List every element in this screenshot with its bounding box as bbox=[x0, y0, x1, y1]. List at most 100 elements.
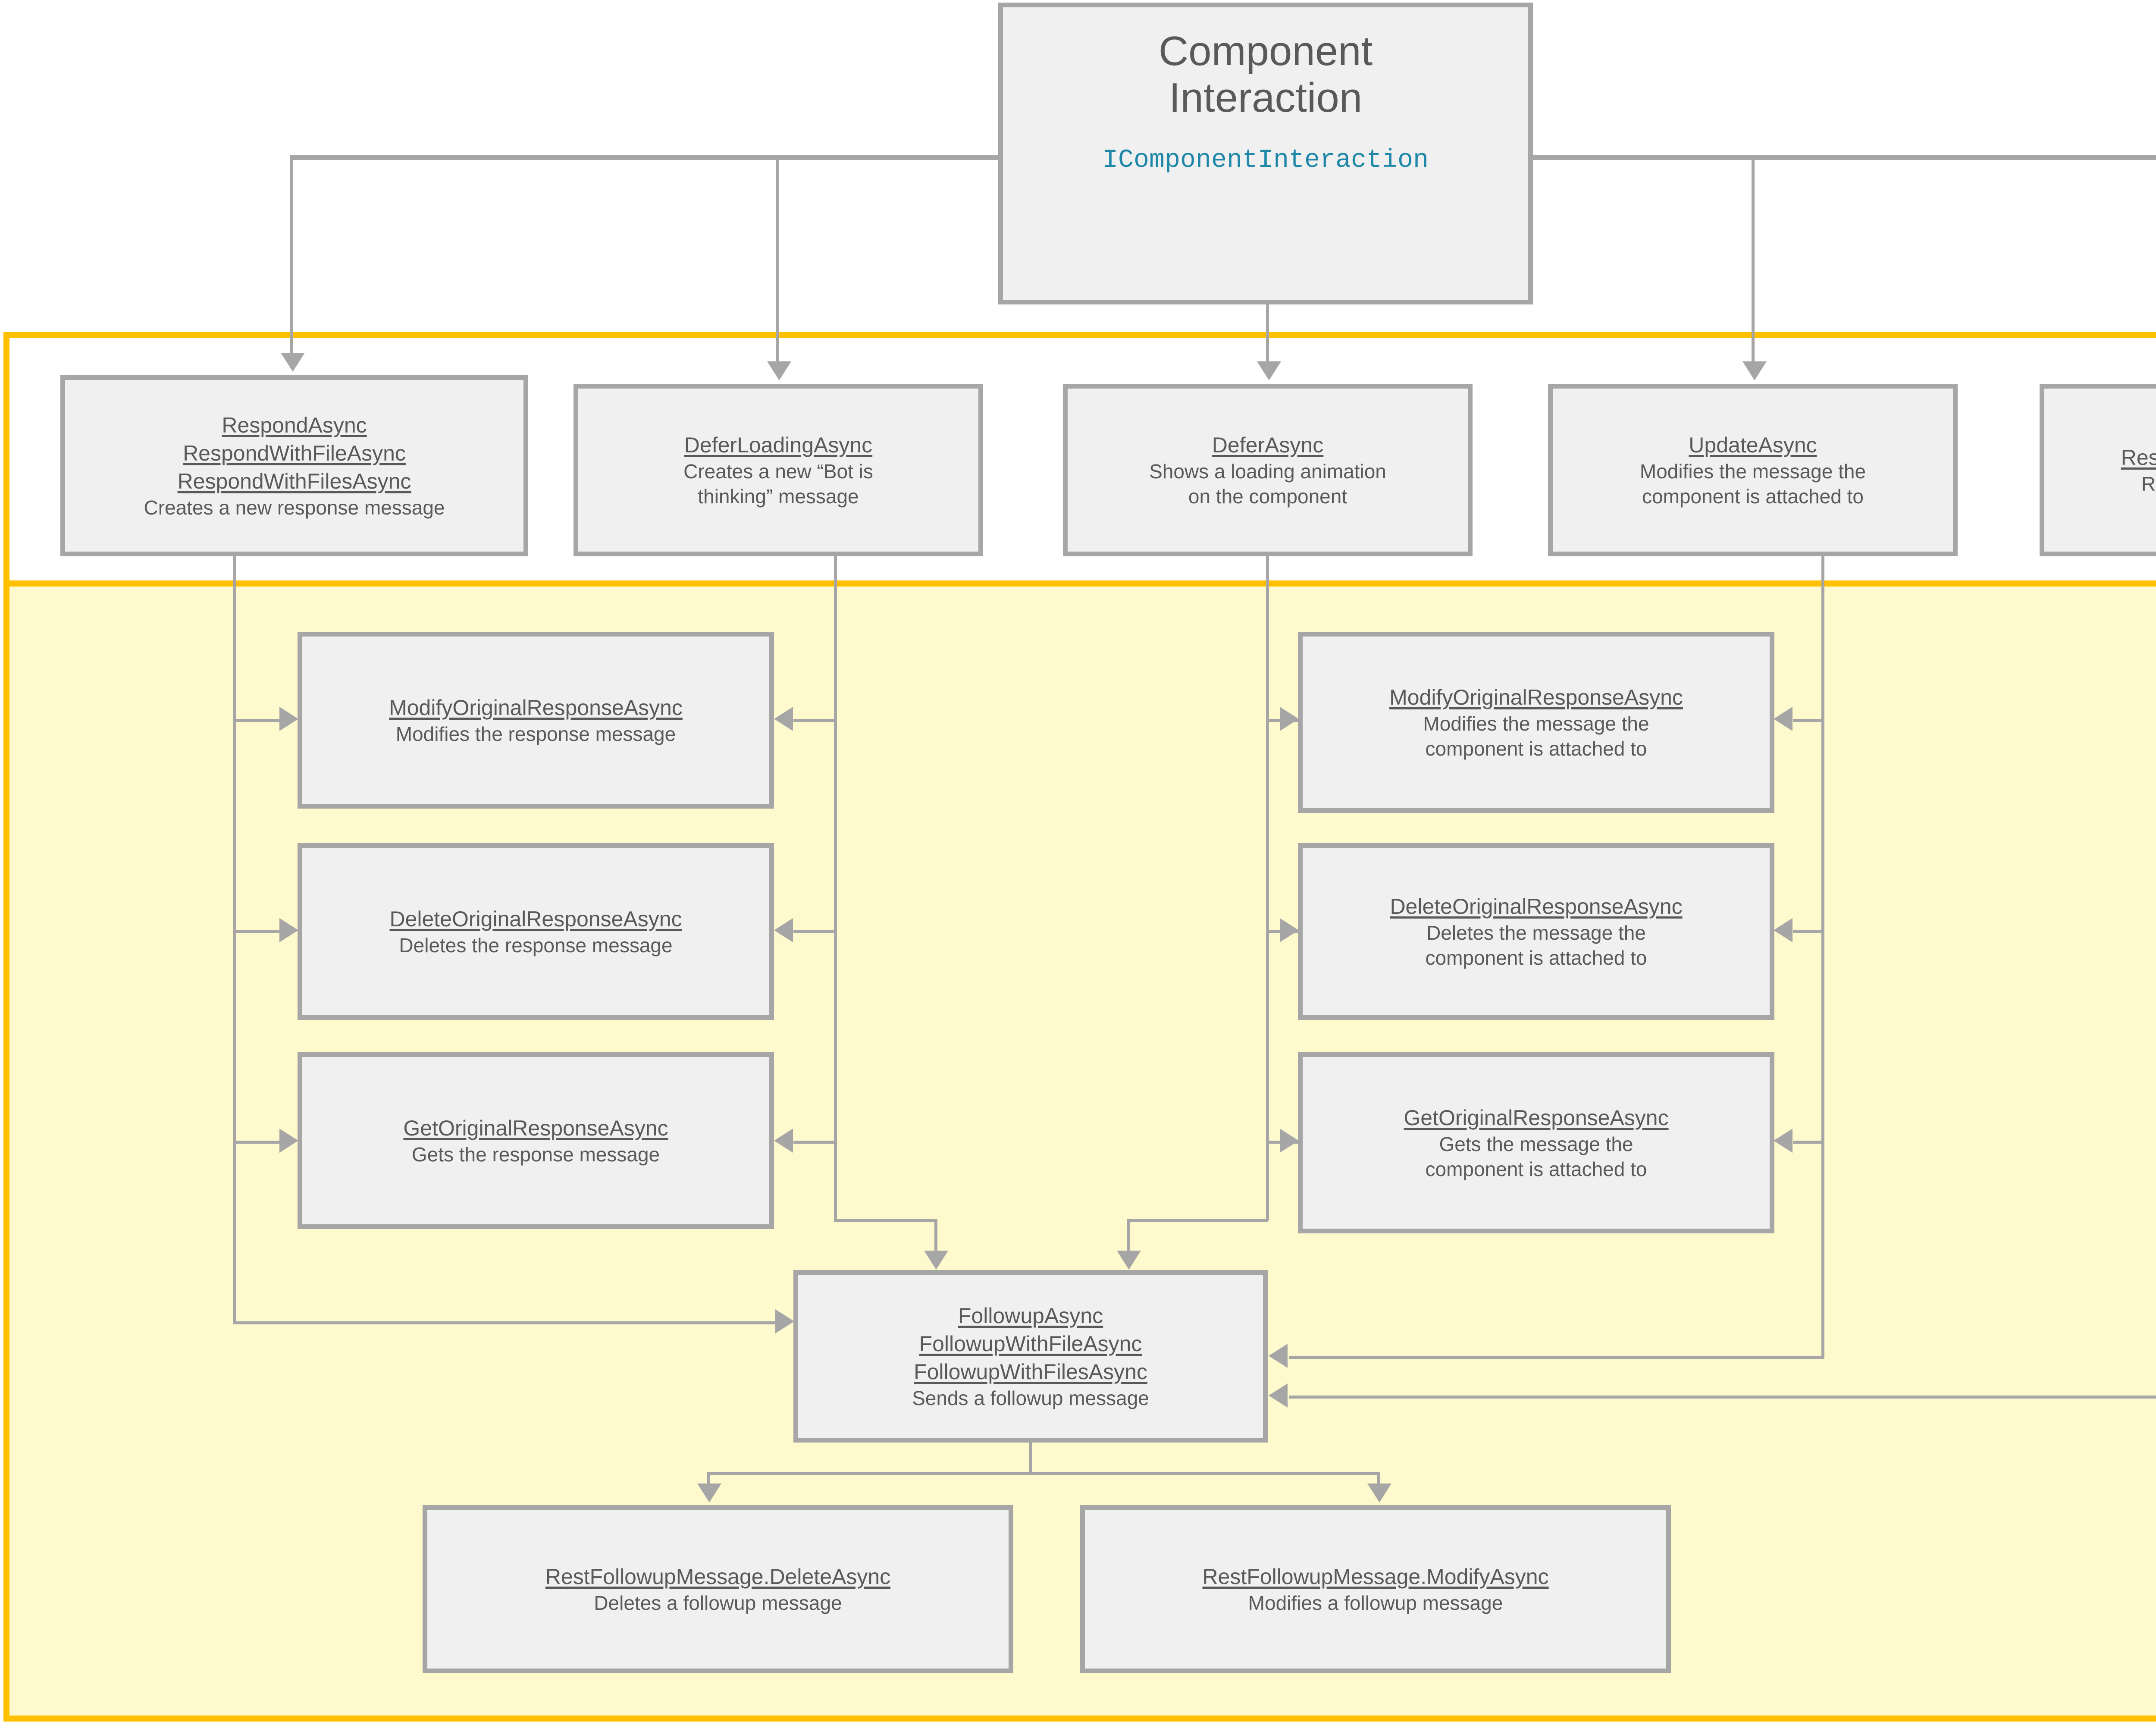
desc-get-original-response-mid-2: component is attached to bbox=[1425, 1157, 1647, 1180]
desc-followup: Sends a followup message bbox=[912, 1386, 1149, 1409]
connector-deferloading-to-followup-h bbox=[834, 1219, 937, 1222]
arrowhead-b3-left bbox=[1280, 1129, 1299, 1153]
arrowhead-a3-left bbox=[279, 1129, 298, 1153]
connector-respond-to-a3-h bbox=[233, 1141, 280, 1144]
connector-modal-to-followup-h bbox=[1289, 1396, 2156, 1399]
connector-update-to-b3-h bbox=[1793, 1141, 1823, 1144]
node-followup-async[interactable]: FollowupAsync FollowupWithFileAsync Foll… bbox=[793, 1270, 1268, 1443]
desc-update-2: component is attached to bbox=[1642, 485, 1864, 508]
arrowhead-defer bbox=[1257, 361, 1281, 380]
method-respond-with-files-async[interactable]: RespondWithFilesAsync bbox=[177, 469, 411, 493]
connector-root-to-defer-v bbox=[1266, 304, 1269, 362]
node-rest-followup-message-delete-async[interactable]: RestFollowupMessage.DeleteAsync Deletes … bbox=[423, 1505, 1013, 1673]
node-defer-async[interactable]: DeferAsync Shows a loading animation on … bbox=[1063, 384, 1473, 556]
arrowhead-b2-right bbox=[1774, 918, 1792, 942]
connector-respond-to-followup-h bbox=[233, 1321, 776, 1324]
arrowhead-a1-right bbox=[774, 707, 793, 731]
arrowhead-rest-delete bbox=[697, 1484, 721, 1502]
desc-defer-1: Shows a loading animation bbox=[1149, 460, 1386, 483]
arrowhead-followup-right-upper bbox=[1269, 1344, 1288, 1368]
method-modify-original-response-async-left[interactable]: ModifyOriginalResponseAsync bbox=[389, 695, 683, 720]
node-defer-loading-async[interactable]: DeferLoadingAsync Creates a new “Bot is … bbox=[573, 384, 983, 556]
node-respond-with-modal-async[interactable]: RespondWithModalAsync Responds with a mo… bbox=[2040, 384, 2156, 556]
arrowhead-a1-left bbox=[279, 707, 298, 731]
desc-rest-followup-modify: Modifies a followup message bbox=[1248, 1591, 1503, 1614]
connector-update-to-b2-h bbox=[1793, 930, 1823, 933]
method-modify-original-response-async-mid[interactable]: ModifyOriginalResponseAsync bbox=[1389, 685, 1683, 709]
desc-delete-original-response-mid-2: component is attached to bbox=[1425, 946, 1647, 969]
method-rest-followup-modify-async[interactable]: RestFollowupMessage.ModifyAsync bbox=[1202, 1564, 1549, 1589]
arrowhead-followup-left bbox=[775, 1309, 794, 1333]
node-modify-original-response-response[interactable]: ModifyOriginalResponseAsync Modifies the… bbox=[298, 632, 774, 809]
desc-get-original-response-mid-1: Gets the message the bbox=[1439, 1132, 1633, 1155]
method-get-original-response-async-mid[interactable]: GetOriginalResponseAsync bbox=[1404, 1105, 1669, 1130]
desc-rest-followup-delete: Deletes a followup message bbox=[594, 1591, 842, 1614]
arrowhead-a2-left bbox=[279, 918, 298, 942]
desc-get-original-response-left: Gets the response message bbox=[411, 1143, 660, 1166]
connector-root-to-update-v bbox=[1752, 155, 1755, 362]
connector-deferloading-to-a2-h bbox=[793, 930, 836, 933]
desc-delete-original-response-mid-1: Deletes the message the bbox=[1426, 921, 1646, 944]
desc-defer-2: on the component bbox=[1188, 485, 1348, 508]
method-followup-async[interactable]: FollowupAsync bbox=[958, 1303, 1103, 1328]
desc-modify-original-response-mid-1: Modifies the message the bbox=[1423, 712, 1649, 735]
connector-update-to-followup-h bbox=[1289, 1356, 1824, 1359]
method-defer-loading-async[interactable]: DeferLoadingAsync bbox=[684, 433, 873, 457]
arrowhead-b1-left bbox=[1280, 707, 1299, 731]
node-rest-followup-message-modify-async[interactable]: RestFollowupMessage.ModifyAsync Modifies… bbox=[1080, 1505, 1671, 1673]
method-update-async[interactable]: UpdateAsync bbox=[1689, 433, 1817, 457]
connector-root-bus-right bbox=[1530, 155, 2156, 160]
arrowhead-b1-right bbox=[1774, 707, 1792, 731]
node-component-interaction[interactable]: Component Interaction IComponentInteract… bbox=[998, 3, 1533, 304]
desc-modify-original-response-mid-2: component is attached to bbox=[1425, 737, 1647, 760]
method-delete-original-response-async-left[interactable]: DeleteOriginalResponseAsync bbox=[389, 906, 682, 931]
method-respond-with-file-async[interactable]: RespondWithFileAsync bbox=[183, 441, 406, 465]
connector-respond-to-a2-h bbox=[233, 930, 280, 933]
connector-followup-to-modify-v bbox=[1377, 1472, 1380, 1485]
node-get-original-response-component[interactable]: GetOriginalResponseAsync Gets the messag… bbox=[1298, 1052, 1774, 1233]
desc-respond-modal-1: Responds with a modal bbox=[2141, 472, 2156, 495]
arrowhead-a3-right bbox=[774, 1129, 793, 1153]
connector-respond-to-a1-h bbox=[233, 719, 280, 722]
connector-deferloading-down-v bbox=[834, 556, 837, 1220]
method-respond-async[interactable]: RespondAsync bbox=[222, 413, 367, 437]
arrowhead-a2-right bbox=[774, 918, 793, 942]
connector-update-down-v bbox=[1821, 556, 1824, 1358]
connector-root-bus-left bbox=[290, 155, 1001, 160]
method-get-original-response-async-left[interactable]: GetOriginalResponseAsync bbox=[403, 1116, 668, 1140]
desc-respond: Creates a new response message bbox=[144, 496, 445, 519]
method-followup-with-files-async[interactable]: FollowupWithFilesAsync bbox=[914, 1359, 1147, 1384]
node-modify-original-response-component[interactable]: ModifyOriginalResponseAsync Modifies the… bbox=[1298, 632, 1774, 813]
node-respond-async[interactable]: RespondAsync RespondWithFileAsync Respon… bbox=[60, 375, 528, 556]
node-delete-original-response-response[interactable]: DeleteOriginalResponseAsync Deletes the … bbox=[298, 843, 774, 1020]
connector-defer-down-v bbox=[1266, 556, 1269, 1220]
connector-update-to-b1-h bbox=[1793, 719, 1823, 722]
root-interface-name: IComponentInteraction bbox=[1102, 146, 1429, 176]
desc-modify-original-response-left: Modifies the response message bbox=[395, 722, 676, 745]
method-delete-original-response-async-mid[interactable]: DeleteOriginalResponseAsync bbox=[1390, 894, 1683, 919]
desc-delete-original-response-left: Deletes the response message bbox=[399, 934, 673, 957]
root-title-line2: Interaction bbox=[1169, 74, 1363, 121]
arrowhead-update bbox=[1742, 361, 1767, 380]
arrowhead-rest-modify bbox=[1367, 1484, 1391, 1502]
method-respond-with-modal-async[interactable]: RespondWithModalAsync bbox=[2121, 445, 2156, 470]
arrowhead-followup-right-lower bbox=[1269, 1383, 1288, 1408]
connector-deferloading-to-followup-v bbox=[934, 1219, 937, 1252]
arrowhead-followup-top-left bbox=[924, 1251, 948, 1270]
node-get-original-response-response[interactable]: GetOriginalResponseAsync Gets the respon… bbox=[298, 1052, 774, 1229]
connector-followup-to-delete-v bbox=[707, 1472, 710, 1485]
connector-followup-down-v bbox=[1029, 1443, 1032, 1474]
node-delete-original-response-component[interactable]: DeleteOriginalResponseAsync Deletes the … bbox=[1298, 843, 1774, 1020]
node-update-async[interactable]: UpdateAsync Modifies the message the com… bbox=[1548, 384, 1958, 556]
method-defer-async[interactable]: DeferAsync bbox=[1212, 433, 1324, 457]
connector-root-to-deferloading-v bbox=[776, 155, 779, 362]
arrowhead-deferloading bbox=[767, 361, 791, 380]
connector-respond-down-v bbox=[233, 556, 236, 1324]
connector-root-to-respond-v bbox=[290, 155, 293, 354]
method-rest-followup-delete-async[interactable]: RestFollowupMessage.DeleteAsync bbox=[545, 1564, 891, 1589]
connector-defer-to-followup-v bbox=[1127, 1219, 1130, 1252]
method-followup-with-file-async[interactable]: FollowupWithFileAsync bbox=[919, 1331, 1142, 1356]
connector-deferloading-to-a1-h bbox=[793, 719, 836, 722]
connector-defer-to-followup-h bbox=[1127, 1219, 1268, 1222]
